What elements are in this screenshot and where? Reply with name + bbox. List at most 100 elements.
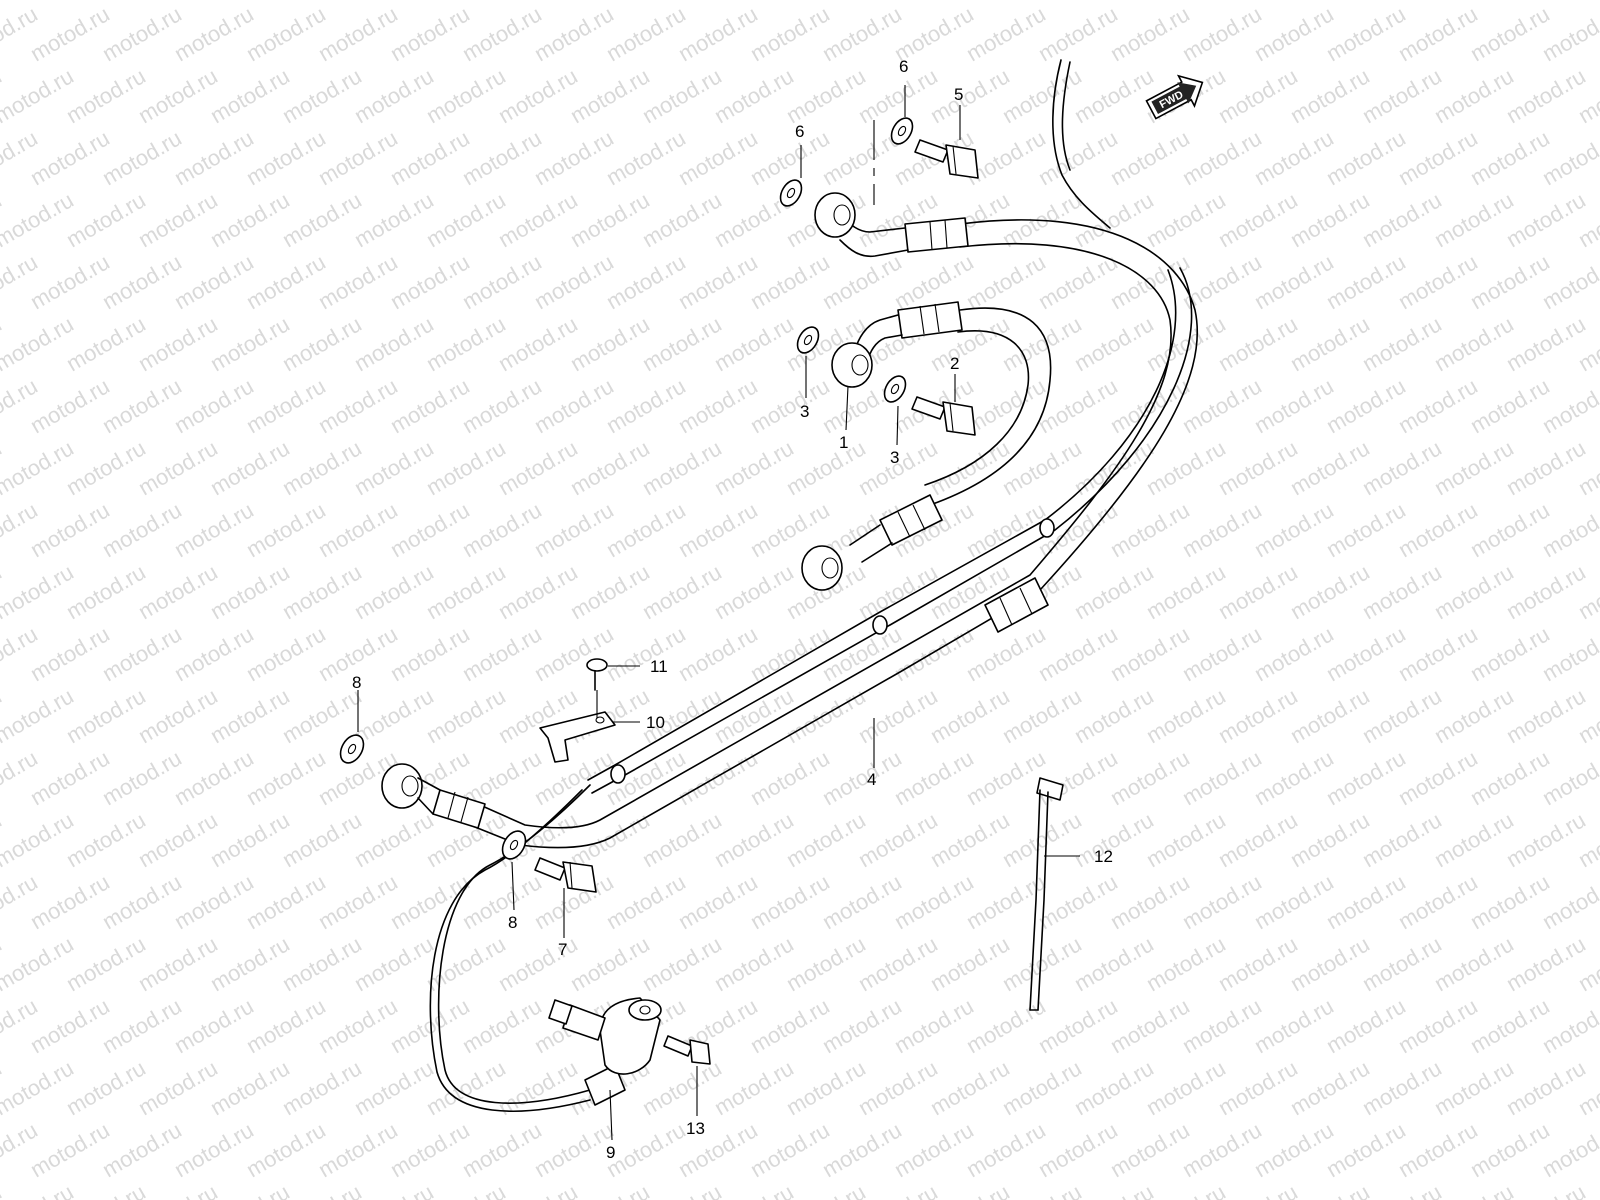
watermark-text: motod.ru (1430, 63, 1518, 128)
watermark-text: motod.ru (1178, 869, 1266, 934)
watermark-text: motod.ru (170, 1, 258, 66)
watermark-text: motod.ru (170, 373, 258, 438)
watermark-text: motod.ru (710, 311, 798, 376)
watermark-text: motod.ru (1394, 1, 1482, 66)
watermark-text: motod.ru (746, 621, 834, 686)
watermark-text: motod.ru (1214, 0, 1302, 4)
watermark-text: motod.ru (746, 1, 834, 66)
watermark-text: motod.ru (1106, 621, 1194, 686)
watermark-text: motod.ru (998, 435, 1086, 500)
watermark-text: motod.ru (1250, 249, 1338, 314)
watermark-text: motod.ru (1322, 1, 1410, 66)
watermark-text: motod.ru (1430, 0, 1518, 4)
watermark-text: motod.ru (242, 497, 330, 562)
watermark-text: motod.ru (962, 249, 1050, 314)
watermark-text: motod.ru (1538, 1117, 1600, 1182)
watermark-text: motod.ru (890, 1117, 978, 1182)
watermark-text: motod.ru (782, 683, 870, 748)
callout-3-right: 3 (890, 448, 899, 467)
watermark-text: motod.ru (1250, 1117, 1338, 1182)
watermark-text: motod.ru (1322, 373, 1410, 438)
watermark-text: motod.ru (458, 497, 546, 562)
watermark-text: motod.ru (1466, 621, 1554, 686)
watermark-text: motod.ru (1178, 373, 1266, 438)
watermark-text: motod.ru (602, 125, 690, 190)
watermark-text: motod.ru (1394, 497, 1482, 562)
watermark-text: motod.ru (314, 1, 402, 66)
watermark-text: motod.ru (206, 311, 294, 376)
watermark-text: motod.ru (638, 187, 726, 252)
watermark-text: motod.ru (494, 311, 582, 376)
watermark-text: motod.ru (1070, 311, 1158, 376)
watermark-text: motod.ru (62, 311, 150, 376)
callout-10: 10 (646, 713, 665, 732)
watermark-text: motod.ru (1430, 683, 1518, 748)
watermark-text: motod.ru (1250, 125, 1338, 190)
watermark-text: motod.ru (170, 621, 258, 686)
watermark-text: motod.ru (350, 931, 438, 996)
watermark-text: motod.ru (0, 1179, 6, 1200)
watermark-text: motod.ru (1106, 373, 1194, 438)
watermark-text: motod.ru (26, 621, 114, 686)
brake-hose-middle (801, 301, 1052, 591)
watermark-text: motod.ru (710, 0, 798, 4)
watermark-text: motod.ru (1250, 621, 1338, 686)
watermark-text: motod.ru (1034, 621, 1122, 686)
watermark-text: motod.ru (242, 125, 330, 190)
watermark-text: motod.ru (962, 621, 1050, 686)
watermark-text: motod.ru (134, 1055, 222, 1120)
watermark-text: motod.ru (782, 0, 870, 4)
watermark-text: motod.ru (422, 559, 510, 624)
watermark-text: motod.ru (494, 435, 582, 500)
watermark-text: motod.ru (26, 249, 114, 314)
watermark-text: motod.ru (746, 745, 834, 810)
watermark-text: motod.ru (566, 435, 654, 500)
watermark-text: motod.ru (638, 311, 726, 376)
watermark-text: motod.ru (782, 1055, 870, 1120)
watermark-text: motod.ru (818, 249, 906, 314)
watermark-text: motod.ru (962, 497, 1050, 562)
watermark-text: motod.ru (1070, 683, 1158, 748)
watermark-text: motod.ru (854, 807, 942, 872)
watermark-text: motod.ru (98, 497, 186, 562)
watermark-text: motod.ru (1502, 931, 1590, 996)
watermark-text: motod.ru (314, 125, 402, 190)
leader-lines (357, 85, 1080, 1141)
watermark-text: motod.ru (1214, 683, 1302, 748)
watermark-text: motod.ru (458, 1, 546, 66)
watermark-text: motod.ru (26, 1, 114, 66)
watermark-text: motod.ru (1142, 807, 1230, 872)
watermark-text: motod.ru (134, 63, 222, 128)
watermark-text: motod.ru (530, 249, 618, 314)
watermark-text: motod.ru (62, 683, 150, 748)
watermark-text: motod.ru (62, 0, 150, 4)
watermark-text: motod.ru (0, 807, 78, 872)
watermark-text: motod.ru (314, 249, 402, 314)
watermark-text: motod.ru (278, 187, 366, 252)
watermark-text: motod.ru (1394, 125, 1482, 190)
watermark-text: motod.ru (98, 621, 186, 686)
watermark-text: motod.ru (638, 559, 726, 624)
watermark-text: motod.ru (494, 187, 582, 252)
watermark-text: motod.ru (1214, 311, 1302, 376)
watermark-text: motod.ru (62, 931, 150, 996)
watermark-text: motod.ru (602, 497, 690, 562)
watermark-text: motod.ru (98, 125, 186, 190)
callout-8-left: 8 (352, 673, 361, 692)
watermark-text: motod.ru (314, 869, 402, 934)
watermark-text: motod.ru (530, 125, 618, 190)
watermark-text: motod.ru (206, 931, 294, 996)
watermark-text: motod.ru (566, 63, 654, 128)
watermark-text: motod.ru (746, 249, 834, 314)
watermark-text: motod.ru (170, 993, 258, 1058)
watermark-text: motod.ru (350, 63, 438, 128)
watermark-text: motod.ru (242, 993, 330, 1058)
watermark-text: motod.ru (566, 187, 654, 252)
washer-6b (890, 117, 914, 145)
watermark-text: motod.ru (242, 869, 330, 934)
watermark-text: motod.ru (782, 435, 870, 500)
watermark-text: motod.ru (314, 497, 402, 562)
watermark-text: motod.ru (350, 435, 438, 500)
callout-11: 11 (650, 657, 668, 676)
watermark-text: motod.ru (602, 249, 690, 314)
